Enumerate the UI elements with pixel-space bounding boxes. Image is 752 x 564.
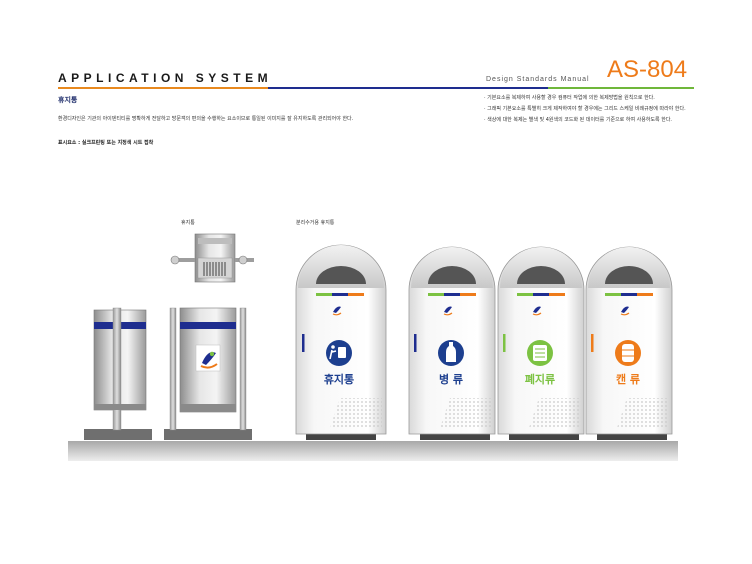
page-code: AS-804 bbox=[607, 56, 688, 83]
header-rule bbox=[58, 87, 694, 89]
bin-side-view bbox=[84, 307, 152, 440]
note-item: · 기본요소를 복제하여 사용할 경우 컴퓨터 작업에 의한 복제방법을 원칙으… bbox=[484, 95, 655, 101]
section-title: APPLICATION SYSTEM bbox=[58, 71, 273, 85]
note-item: · 색상에 대한 복제는 별색 및 4원색의 코드화 된 데이터를 기준으로 하… bbox=[484, 117, 673, 123]
recycle-bins-caption: 분리수거용 휴지통 bbox=[296, 220, 335, 226]
page-description: 환경디자인은 기관의 아이덴티티를 명확하게 전달하고 방문객의 편의을 수행하… bbox=[58, 116, 354, 122]
recycle-bin-general bbox=[295, 244, 387, 440]
bin-label-paper: 폐지류 bbox=[524, 373, 556, 386]
bin-top-view bbox=[170, 233, 254, 283]
recycle-bin-cans bbox=[585, 246, 673, 440]
bin-label-general: 휴지통 bbox=[323, 373, 355, 386]
recycle-bin-paper bbox=[497, 246, 585, 440]
recycle-bin-bottles bbox=[408, 246, 496, 440]
bin-front-view bbox=[164, 307, 252, 440]
bin-label-bottles: 병 류 bbox=[438, 373, 464, 386]
trash-bin-caption: 휴지통 bbox=[181, 220, 195, 226]
manual-title: Design Standards Manual bbox=[486, 76, 590, 83]
material-note: 표시요소 : 실크프린팅 또는 지정색 시트 접착 bbox=[58, 140, 154, 146]
page-subtitle: 휴지통 bbox=[58, 96, 78, 104]
notes-list: · 기본요소를 복제하여 사용할 경우 컴퓨터 작업에 의한 복제방법을 원칙으… bbox=[484, 94, 714, 127]
note-item: · 그래픽 기본요소를 특별히 크게 제작하여야 할 경우에는 그리드 스케일 … bbox=[484, 106, 686, 112]
bin-label-cans: 캔 류 bbox=[615, 373, 641, 386]
